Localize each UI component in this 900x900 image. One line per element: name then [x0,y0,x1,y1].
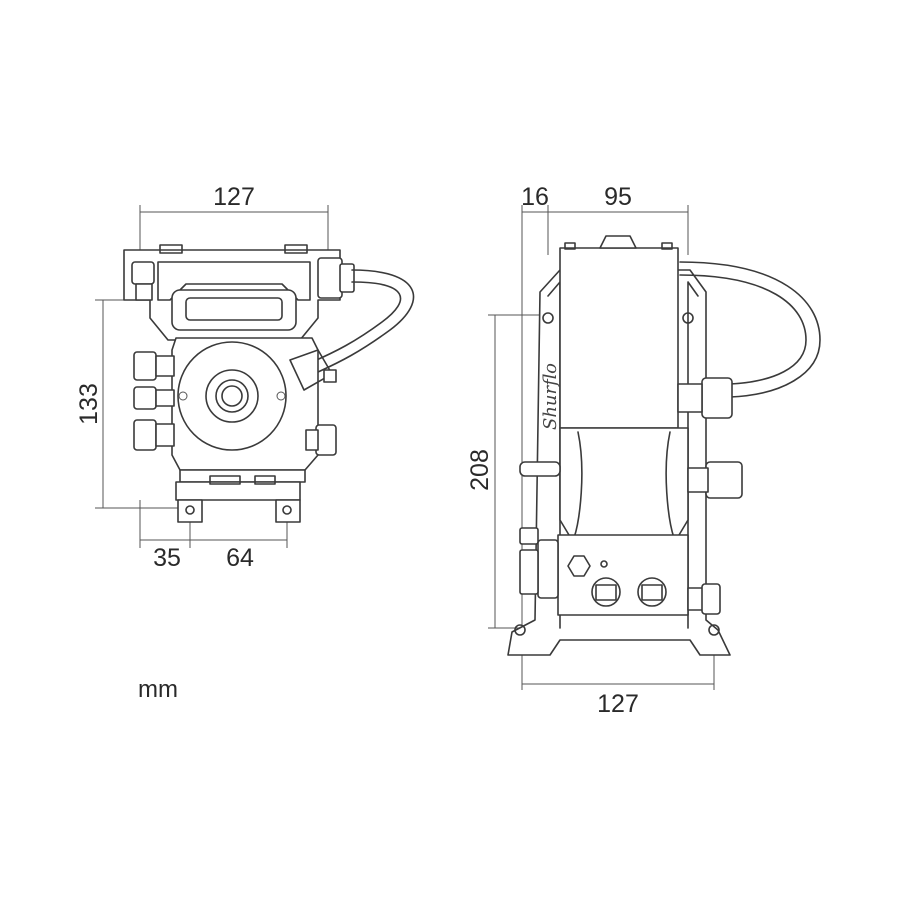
front-width-dimension: 127 [139,183,329,262]
front-right-fitting [305,424,337,456]
side-view: 16 95 208 127 [466,183,821,718]
mount-offset-label: 35 [153,544,181,572]
brand-mark: Shurflo [540,363,561,430]
side-base-width-label: 127 [597,690,639,718]
front-base [175,469,306,523]
front-motor-housing [123,244,355,341]
side-left-fittings [519,527,559,599]
side-electrical-box [557,534,689,616]
front-height-dimension: 133 [75,299,190,509]
front-height-label: 133 [75,383,103,425]
side-offset-label: 16 [521,183,549,211]
side-cable [679,261,821,398]
front-cable [317,269,415,373]
front-mount-dimensions: 35 64 [139,500,288,572]
side-motor: Shurflo [540,235,679,430]
side-height-label: 208 [466,449,494,491]
front-left-fittings [133,351,175,451]
side-top-dimensions: 16 95 [521,183,689,690]
units-label: mm [138,676,178,703]
front-pump-head [171,337,337,471]
side-bottom-fitting [687,583,721,615]
side-cable-gland [677,377,733,419]
front-width-label: 127 [213,183,255,211]
side-height-dimension: 208 [466,314,545,629]
side-right-fitting [687,461,743,499]
side-base-dimension: 127 [522,640,715,718]
side-top-width-label: 95 [604,183,632,211]
front-view: 127 133 35 64 [75,183,415,572]
mount-spacing-label: 64 [226,544,254,572]
side-pump-body [519,427,689,541]
